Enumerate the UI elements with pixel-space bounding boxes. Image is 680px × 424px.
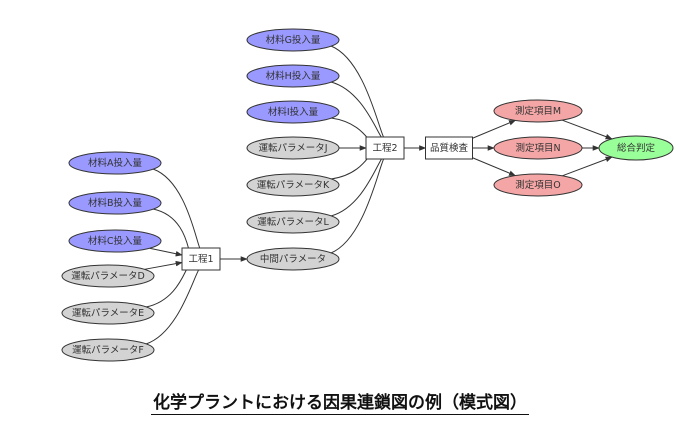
node-label: 運転パラメータE <box>72 308 144 319</box>
node-m: 測定項目M <box>493 99 583 123</box>
parameter-ellipse <box>61 338 155 362</box>
node-label: 材料C投入量 <box>88 235 143 247</box>
node-label: 工程1 <box>188 254 213 265</box>
caption-text: 化学プラントにおける因果連鎖図の例（模式図） <box>151 393 529 415</box>
node-label: 工程2 <box>372 143 397 154</box>
measurement-ellipse <box>493 99 583 123</box>
node-label: 材料B投入量 <box>88 197 143 209</box>
node-label: 材料G投入量 <box>266 34 321 46</box>
material-ellipse <box>68 191 162 215</box>
node-label: 材料I投入量 <box>268 106 319 118</box>
node-c: 材料C投入量 <box>68 229 162 253</box>
node-label: 測定項目M <box>515 105 561 117</box>
material-ellipse <box>68 229 162 253</box>
node-mid: 中間パラメータ <box>246 247 340 271</box>
node-k: 運転パラメータK <box>246 173 340 197</box>
node-label: 運転パラメータL <box>257 217 329 228</box>
node-i: 材料I投入量 <box>246 100 340 124</box>
process-box <box>181 247 221 271</box>
node-label: 材料A投入量 <box>88 157 142 169</box>
node-label: 運転パラメータK <box>257 180 330 191</box>
material-ellipse <box>246 64 340 88</box>
node-h: 材料H投入量 <box>246 64 340 88</box>
node-qc: 品質検査 <box>425 136 473 160</box>
edge-b-to-p1 <box>152 208 194 255</box>
edge-c-to-p1 <box>149 247 183 257</box>
material-ellipse <box>246 28 340 52</box>
edge-qc-to-o <box>472 157 516 177</box>
node-label: 運転パラメータJ <box>258 143 327 154</box>
node-label: 運転パラメータD <box>71 271 145 282</box>
node-o: 測定項目O <box>493 173 583 197</box>
measurement-ellipse <box>493 173 583 197</box>
node-label: 品質検査 <box>430 142 469 154</box>
parameter-ellipse <box>61 301 155 325</box>
parameter-ellipse <box>246 247 340 271</box>
material-ellipse <box>68 151 162 175</box>
node-n: 測定項目N <box>493 136 583 160</box>
parameter-ellipse <box>246 210 340 234</box>
node-d: 運転パラメータD <box>61 264 155 288</box>
parameter-ellipse <box>61 264 155 288</box>
node-a: 材料A投入量 <box>68 151 162 175</box>
edge-o-to-judge <box>562 156 613 177</box>
node-p1: 工程1 <box>181 247 221 271</box>
figure-caption: 化学プラントにおける因果連鎖図の例（模式図） <box>0 388 680 415</box>
node-label: 測定項目N <box>515 142 560 154</box>
node-l: 運転パラメータL <box>246 210 340 234</box>
edge-m-to-judge <box>562 119 613 140</box>
node-label: 総合判定 <box>617 142 656 154</box>
node-g: 材料G投入量 <box>246 28 340 52</box>
node-label: 材料H投入量 <box>266 70 321 82</box>
process-box <box>425 136 473 160</box>
edge-mid-to-p2 <box>330 152 389 254</box>
edge-d-to-p1 <box>144 260 183 270</box>
node-judge: 総合判定 <box>598 135 674 161</box>
process-box <box>365 136 405 160</box>
parameter-ellipse <box>246 173 340 197</box>
material-ellipse <box>246 100 340 124</box>
judgement-ellipse <box>598 135 674 161</box>
node-f: 運転パラメータF <box>61 338 155 362</box>
node-j: 運転パラメータJ <box>246 136 340 160</box>
node-label: 運転パラメータF <box>72 345 144 356</box>
node-e: 運転パラメータE <box>61 301 155 325</box>
measurement-ellipse <box>493 136 583 160</box>
node-label: 測定項目O <box>515 179 560 191</box>
edge-f-to-p1 <box>145 263 205 345</box>
parameter-ellipse <box>246 136 340 160</box>
edge-g-to-p2 <box>330 45 389 144</box>
node-b: 材料B投入量 <box>68 191 162 215</box>
edge-qc-to-m <box>472 119 516 139</box>
node-label: 中間パラメータ <box>260 253 326 265</box>
node-p2: 工程2 <box>365 136 405 160</box>
